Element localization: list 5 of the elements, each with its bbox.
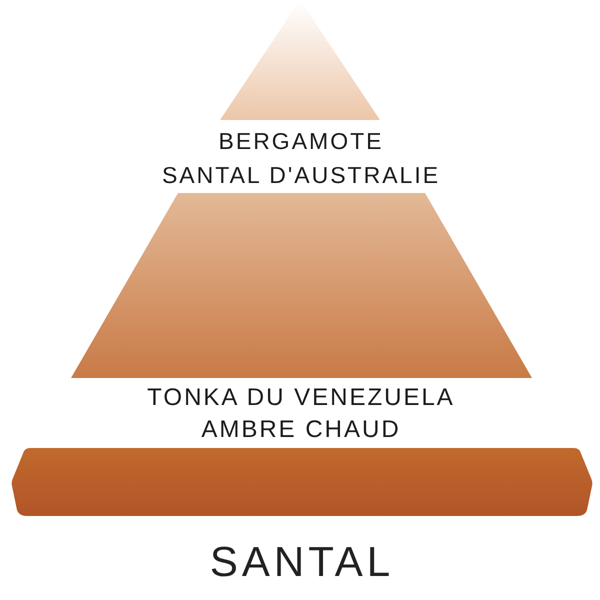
note-label: TONKA DU VENEZUELA bbox=[146, 383, 455, 413]
note-label: AMBRE CHAUD bbox=[200, 415, 401, 445]
note-label: BERGAMOTE bbox=[218, 127, 384, 156]
title: SANTAL bbox=[208, 538, 394, 586]
note-label: SANTAL D'AUSTRALIE bbox=[160, 161, 440, 190]
